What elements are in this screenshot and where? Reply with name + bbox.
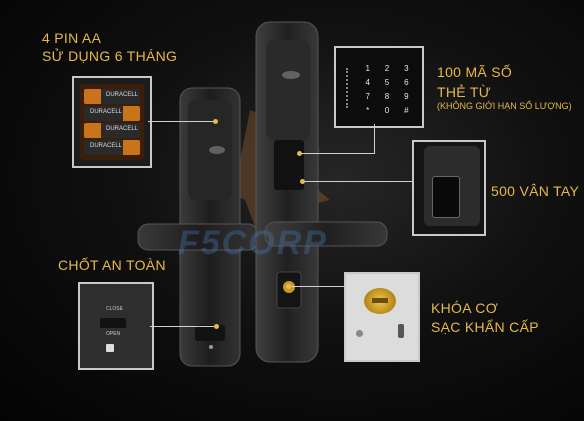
- keypad-key: 6: [404, 78, 409, 87]
- codes-label-line3: (KHÔNG GIỚI HẠN SỐ LƯỢNG): [437, 101, 572, 111]
- fingerprint-inset: [412, 140, 486, 236]
- battery-3: DURACELL: [84, 123, 140, 138]
- fingerprint-label: 500 VÂN TAY: [491, 183, 580, 199]
- fingerprint-sensor: [432, 176, 460, 218]
- battery-2: DURACELL: [84, 106, 140, 121]
- battery-brand-label: DURACELL: [90, 109, 123, 115]
- keypad-key: 8: [384, 92, 390, 101]
- battery-brand-label: DURACELL: [90, 143, 123, 149]
- safety-latch-callout-line: [150, 326, 216, 327]
- keypad-key: #: [404, 106, 409, 115]
- fingerprint-callout-line: [304, 181, 412, 182]
- codes-label-line1: 100 MÃ SỐ: [437, 64, 513, 80]
- keypad-grid: 1 2 3 4 5 6 7 8 9 * 0 #: [358, 62, 416, 118]
- latch-slider-track: [100, 318, 126, 328]
- latch-open-label: OPEN: [106, 331, 121, 337]
- card-reader-icon: [346, 68, 354, 108]
- watermark-text: F5CORP: [178, 224, 328, 262]
- safety-latch-callout-dot: [214, 324, 219, 329]
- battery-4: DURACELL: [84, 140, 140, 155]
- screw-icon: [356, 330, 363, 337]
- battery-callout-line: [148, 121, 215, 122]
- battery-label-line2: SỬ DỤNG 6 THÁNG: [42, 48, 178, 64]
- battery-1: DURACELL: [84, 89, 140, 104]
- usb-charging-port-icon: [398, 324, 404, 338]
- keypad-key: 9: [404, 92, 409, 101]
- battery-callout-dot: [213, 119, 218, 124]
- lock-symbol-icon: [106, 344, 114, 352]
- keyhole-icon: [372, 298, 388, 303]
- safety-latch-label: CHỐT AN TOÀN: [58, 257, 166, 273]
- mechanical-key-label-line1: KHÓA CƠ: [431, 300, 499, 316]
- battery-brand-label: DURACELL: [106, 126, 139, 132]
- keypad-key: 2: [384, 64, 390, 73]
- codes-label-line2: THẺ TỪ: [437, 84, 491, 100]
- battery-label-line1: 4 PIN AA: [42, 30, 102, 46]
- mechanical-key-label-line2: SẠC KHẨN CẤP: [431, 319, 539, 335]
- battery-inset: DURACELL DURACELL DURACELL DURACELL: [72, 76, 152, 168]
- keypad-key: *: [366, 106, 370, 115]
- keypad-callout-dot: [297, 151, 302, 156]
- keypad-key: 4: [365, 78, 370, 87]
- keypad-callout-line-v: [374, 124, 375, 154]
- keypad-key: 7: [365, 92, 370, 101]
- keypad-inset: 1 2 3 4 5 6 7 8 9 * 0 #: [334, 46, 424, 128]
- latch-close-label: CLOSE: [106, 306, 123, 312]
- keypad-key: 5: [384, 78, 390, 87]
- keypad-callout-line-h: [300, 153, 374, 154]
- keypad-key: 3: [404, 64, 409, 73]
- battery-compartment: DURACELL DURACELL DURACELL DURACELL: [80, 84, 144, 160]
- mechanical-key-inset: [344, 272, 420, 362]
- keypad-key: 0: [384, 106, 390, 115]
- mechanical-key-callout-dot: [286, 284, 291, 289]
- safety-latch-inset: CLOSE OPEN: [78, 282, 154, 370]
- keypad-key: 1: [365, 64, 370, 73]
- mechanical-key-callout-line: [290, 286, 344, 287]
- battery-brand-label: DURACELL: [106, 92, 139, 98]
- fingerprint-callout-dot: [300, 179, 305, 184]
